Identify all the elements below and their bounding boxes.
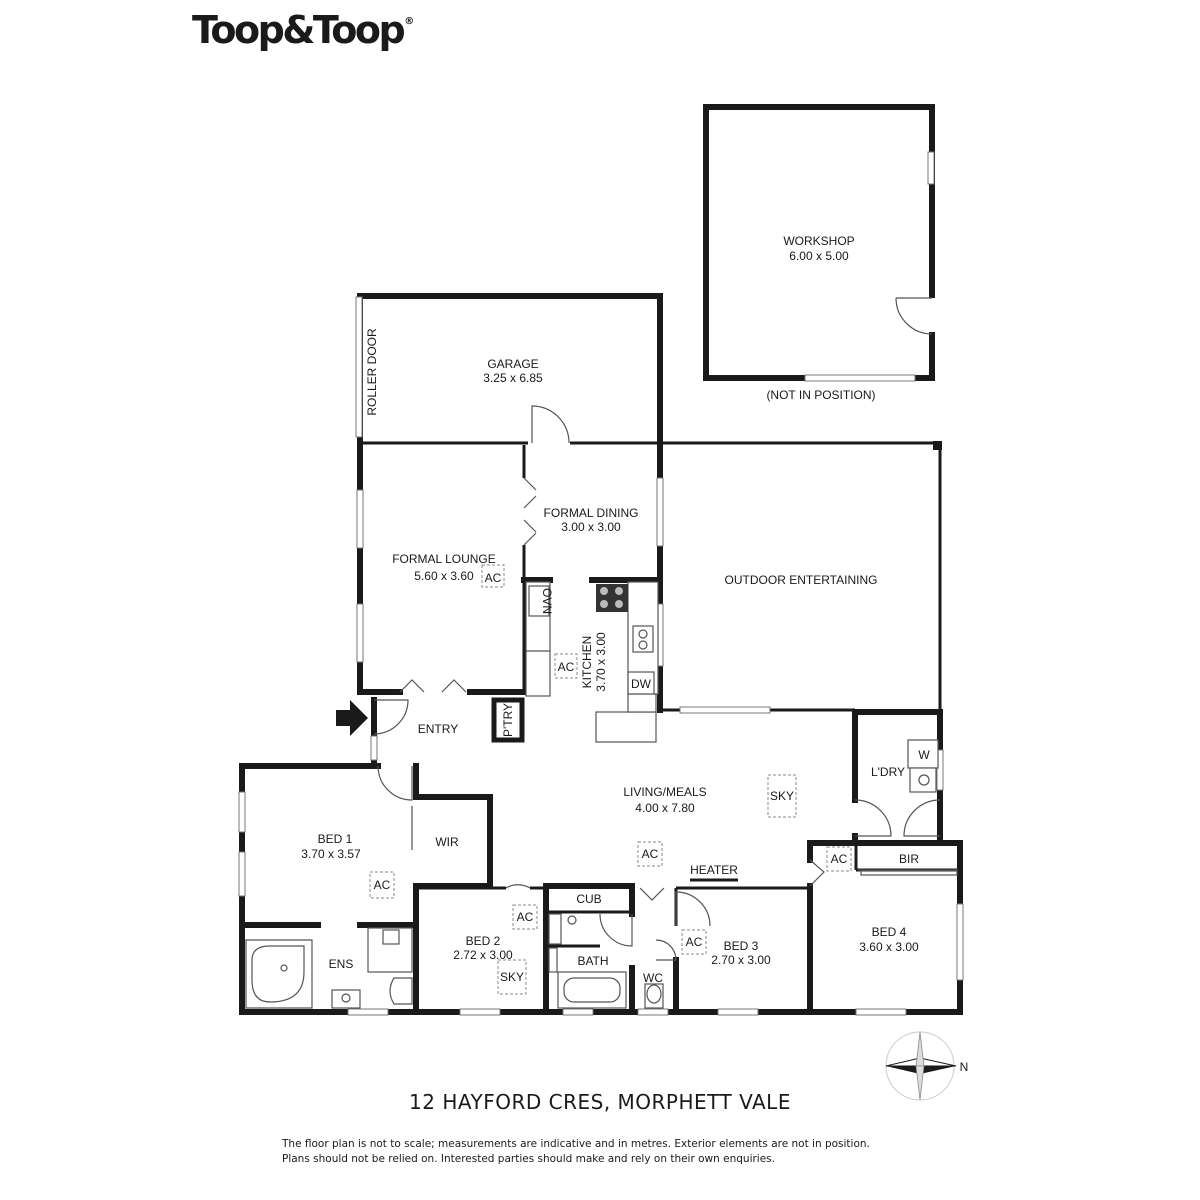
dishwasher-label: DW: [631, 677, 652, 691]
heater-label: HEATER: [690, 863, 738, 877]
bed2-name: BED 2: [466, 934, 501, 948]
room-labels: GARAGE 3.25 x 6.85 ROLLER DOOR FORMAL DI…: [301, 328, 930, 985]
registered-mark: ®: [404, 16, 415, 27]
garage-size: 3.25 x 6.85: [483, 371, 543, 385]
workshop-note: (NOT IN POSITION): [766, 388, 875, 402]
roller-door-label: ROLLER DOOR: [365, 328, 379, 416]
lounge-ac: AC: [485, 571, 502, 585]
bath-name: BATH: [577, 954, 608, 968]
bed2-size: 2.72 x 3.00: [453, 948, 513, 962]
formal-dining-name: FORMAL DINING: [544, 506, 639, 520]
bed3-ac: AC: [686, 935, 703, 949]
cub-name: CUB: [576, 892, 601, 906]
pantry-name: P'TRY: [501, 703, 515, 737]
formal-lounge-size: 5.60 x 3.60: [414, 569, 474, 583]
windows: [238, 296, 964, 1016]
door-swings: [373, 405, 958, 961]
bed2-ac: AC: [517, 910, 534, 924]
main-walls: [239, 293, 963, 1015]
kitchen-name: KITCHEN: [580, 636, 594, 689]
living-sky: SKY: [770, 789, 794, 803]
ens-name: ENS: [329, 957, 354, 971]
bed2-sky: SKY: [500, 970, 524, 984]
garage-name: GARAGE: [487, 357, 538, 371]
bed3-size: 2.70 x 3.00: [711, 953, 771, 967]
bed3-name: BED 3: [724, 939, 759, 953]
compass-north-label: N: [960, 1060, 969, 1074]
outdoor-name: OUTDOOR ENTERTAINING: [725, 573, 878, 587]
washer-label: W: [918, 748, 930, 762]
living-size: 4.00 x 7.80: [635, 801, 695, 815]
compass-icon: N: [885, 1031, 969, 1101]
bed1-size: 3.70 x 3.57: [301, 847, 361, 861]
workshop: WORKSHOP 6.00 x 5.00 (NOT IN POSITION): [703, 104, 935, 402]
workshop-name: WORKSHOP: [783, 234, 854, 248]
fixtures: [245, 581, 958, 1009]
brand-name: Toop&Toop: [192, 8, 406, 52]
brand-logo: Toop&Toop®: [192, 8, 414, 52]
disclaimer: The floor plan is not to scale; measurem…: [282, 1137, 942, 1167]
disclaimer-line-2: Plans should not be relied on. Intereste…: [282, 1153, 775, 1165]
ceiling-fixtures: [369, 564, 852, 995]
bed4-name: BED 4: [872, 925, 907, 939]
bed4-size: 3.60 x 3.00: [859, 940, 919, 954]
bir-name: BIR: [899, 852, 919, 866]
formal-dining-size: 3.00 x 3.00: [561, 520, 621, 534]
bed1-name: BED 1: [318, 832, 353, 846]
kitchen-ac: AC: [558, 660, 575, 674]
oven-label: OVN: [540, 588, 554, 614]
disclaimer-line-1: The floor plan is not to scale; measurem…: [282, 1138, 870, 1150]
entry-name: ENTRY: [418, 722, 458, 736]
kitchen-size: 3.70 x 3.00: [594, 632, 608, 692]
laundry-name: L'DRY: [871, 765, 905, 779]
bed4-ac: AC: [831, 852, 848, 866]
formal-lounge-name: FORMAL LOUNGE: [392, 552, 496, 566]
workshop-size: 6.00 x 5.00: [789, 249, 849, 263]
wc-name: WC: [643, 971, 663, 985]
wir-name: WIR: [435, 835, 459, 849]
living-name: LIVING/MEALS: [623, 785, 706, 799]
bed1-ac: AC: [374, 878, 391, 892]
living-ac: AC: [642, 847, 659, 861]
property-address: 12 HAYFORD CRES, MORPHETT VALE: [409, 1090, 791, 1114]
